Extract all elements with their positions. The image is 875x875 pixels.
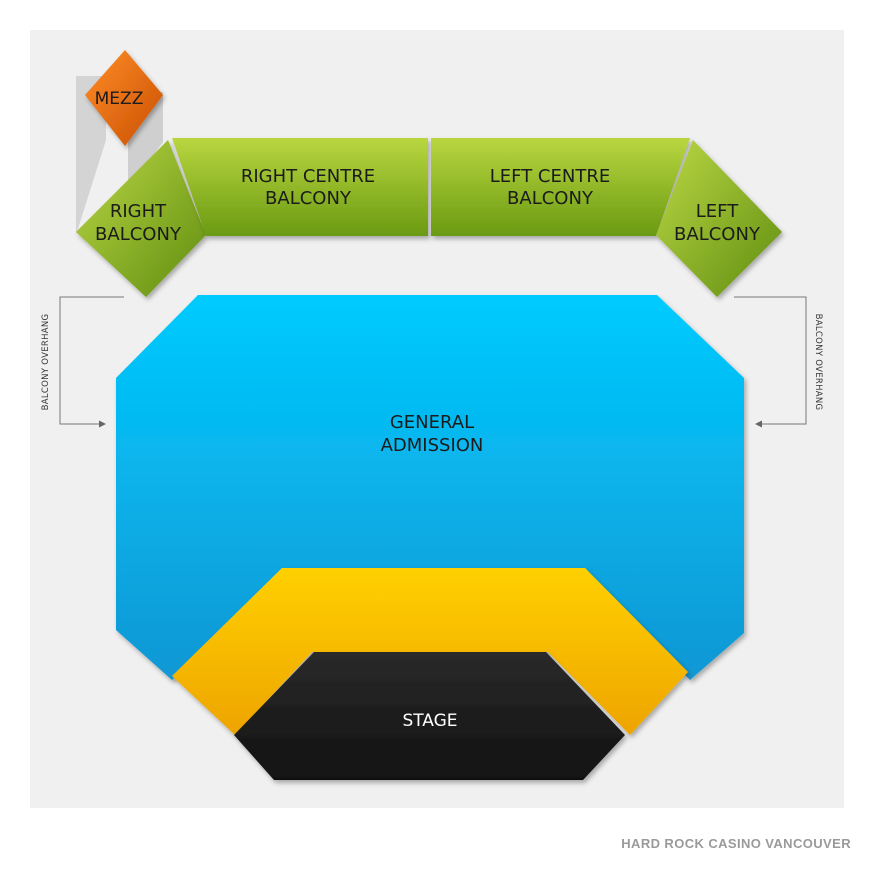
- right-balcony-label-line1: RIGHT: [110, 201, 167, 222]
- right-balcony-shape[interactable]: [76, 140, 206, 297]
- left-overhang-bracket: [59, 296, 124, 425]
- left-balcony-label-line2: BALCONY: [674, 224, 761, 245]
- left-balcony-label-line1: LEFT: [696, 201, 739, 222]
- right-centre-balcony-label-line2: BALCONY: [265, 188, 352, 209]
- left-centre-balcony-shape[interactable]: [431, 138, 690, 236]
- left-overhang-label: BALCONY OVERHANG: [41, 314, 51, 411]
- left-centre-balcony-label-line2: BALCONY: [507, 188, 594, 209]
- stage: STAGE: [234, 652, 625, 780]
- left-centre-balcony-label-line1: LEFT CENTRE: [490, 166, 610, 187]
- section-general-admission[interactable]: GENERAL ADMISSION: [116, 295, 744, 680]
- right-overhang-bracket: [734, 296, 807, 425]
- section-left-centre-balcony[interactable]: LEFT CENTRE BALCONY: [431, 138, 690, 236]
- section-right-balcony[interactable]: RIGHT BALCONY: [76, 140, 206, 297]
- general-admission-shape[interactable]: [116, 295, 744, 680]
- right-centre-balcony-shape[interactable]: [172, 138, 428, 236]
- right-centre-balcony-label-line1: RIGHT CENTRE: [241, 166, 375, 187]
- stage-shape: [234, 652, 625, 780]
- section-left-balcony[interactable]: LEFT BALCONY: [656, 140, 782, 297]
- left-overhang-arrow-icon: [99, 420, 106, 428]
- general-admission-label-line1: GENERAL: [390, 412, 474, 433]
- right-overhang-arrow-icon: [755, 420, 762, 428]
- section-front-floor[interactable]: [172, 568, 688, 735]
- mezz-wedge: [76, 76, 106, 235]
- front-floor-shape[interactable]: [172, 568, 688, 735]
- section-right-centre-balcony[interactable]: RIGHT CENTRE BALCONY: [172, 138, 428, 236]
- section-mezz[interactable]: MEZZ: [85, 50, 163, 146]
- left-balcony-shape[interactable]: [656, 140, 782, 297]
- venue-name: HARD ROCK CASINO VANCOUVER: [621, 836, 851, 851]
- mezz-label: MEZZ: [95, 89, 144, 109]
- right-overhang-label: BALCONY OVERHANG: [813, 314, 823, 411]
- right-balcony-label-line2: BALCONY: [95, 224, 182, 245]
- left-overhang-annotation: BALCONY OVERHANG: [41, 296, 124, 428]
- mezz-shape[interactable]: [85, 50, 163, 146]
- right-overhang-annotation: BALCONY OVERHANG: [734, 296, 823, 428]
- general-admission-label-line2: ADMISSION: [381, 435, 484, 456]
- stage-label: STAGE: [402, 711, 457, 731]
